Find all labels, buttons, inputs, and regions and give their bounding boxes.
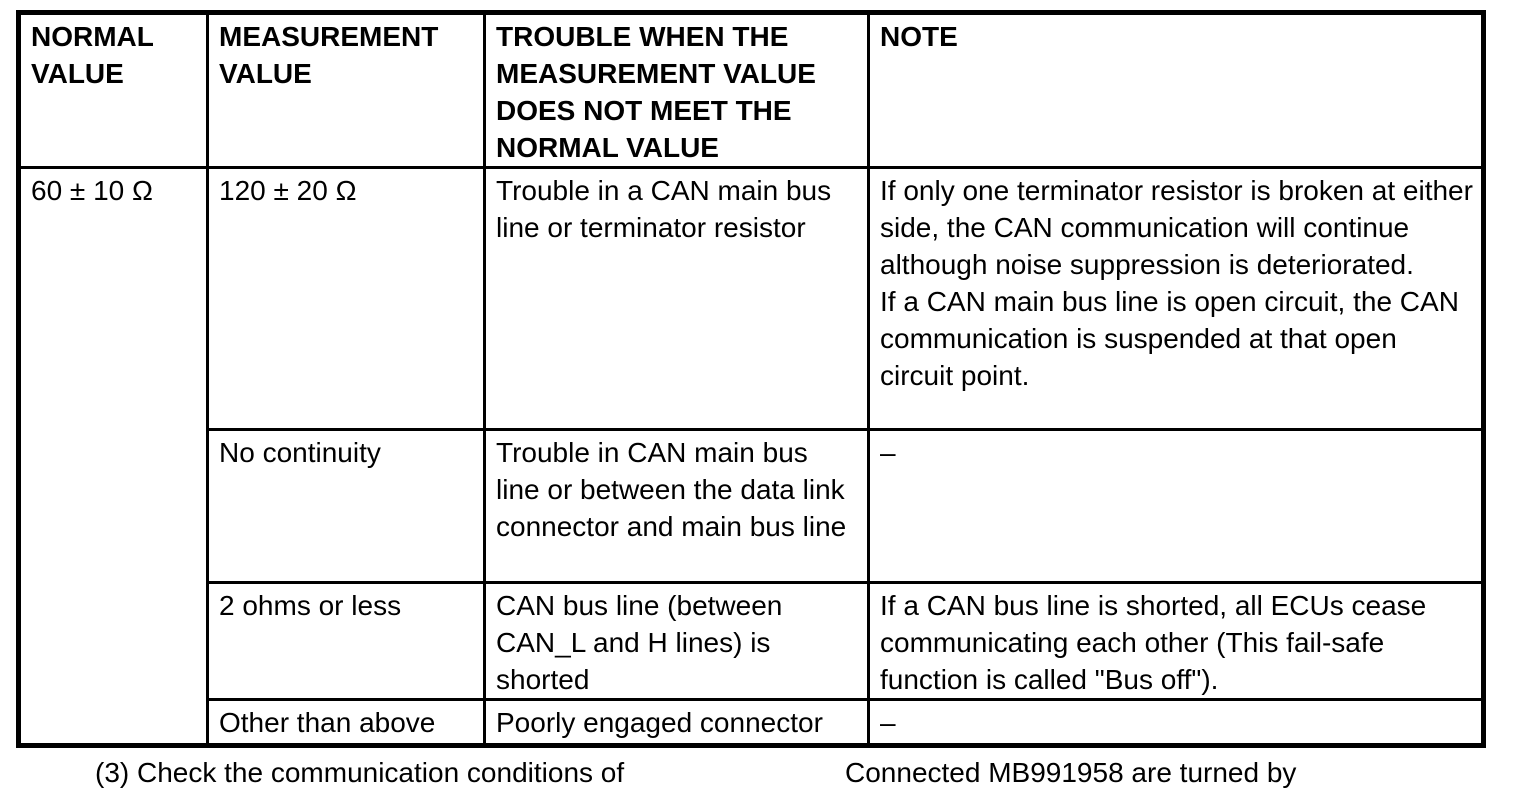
cell-measurement-1: No continuity xyxy=(206,428,486,584)
cell-measurement-0: 120 ± 20 Ω xyxy=(206,166,486,431)
cell-trouble-0: Trouble in a CAN main bus line or termin… xyxy=(483,166,870,431)
clipped-body-text-left: (3) Check the communication conditions o… xyxy=(95,757,625,788)
measurement-troubleshooting-table: NORMAL VALUE MEASUREMENT VALUE TROUBLE W… xyxy=(16,10,1486,748)
header-trouble: TROUBLE WHEN THE MEASUREMENT VALUE DOES … xyxy=(483,11,870,169)
table-row: Other than above Poorly engaged connecto… xyxy=(19,698,1485,747)
table-row: No continuity Trouble in CAN main bus li… xyxy=(19,428,1485,584)
document-page: { "table": { "headers": { "normal_value"… xyxy=(16,10,1486,788)
table-header-row: NORMAL VALUE MEASUREMENT VALUE TROUBLE W… xyxy=(17,11,1485,169)
header-measurement-value: MEASUREMENT VALUE xyxy=(206,11,486,169)
cell-normal-value: 60 ± 10 Ω xyxy=(17,166,209,747)
cell-note-3: – xyxy=(867,698,1485,747)
header-note: NOTE xyxy=(867,11,1485,169)
cell-measurement-2: 2 ohms or less xyxy=(206,581,486,701)
cell-measurement-3: Other than above xyxy=(206,698,486,747)
table-row: 60 ± 10 Ω 120 ± 20 Ω Trouble in a CAN ma… xyxy=(17,166,1485,747)
header-normal-value: NORMAL VALUE xyxy=(17,11,209,169)
cell-note-1: – xyxy=(867,428,1485,584)
cell-note-2: If a CAN bus line is shorted, all ECUs c… xyxy=(867,581,1485,701)
cell-trouble-2: CAN bus line (between CAN_L and H lines)… xyxy=(483,581,870,701)
clipped-body-text-right: Connected MB991958 are turned by xyxy=(845,757,1297,788)
cell-trouble-1: Trouble in CAN main bus line or between … xyxy=(483,428,870,584)
table-row: 2 ohms or less CAN bus line (between CAN… xyxy=(19,581,1485,701)
cell-trouble-3: Poorly engaged connector xyxy=(483,698,870,747)
cell-note-0: If only one terminator resistor is broke… xyxy=(867,166,1485,431)
